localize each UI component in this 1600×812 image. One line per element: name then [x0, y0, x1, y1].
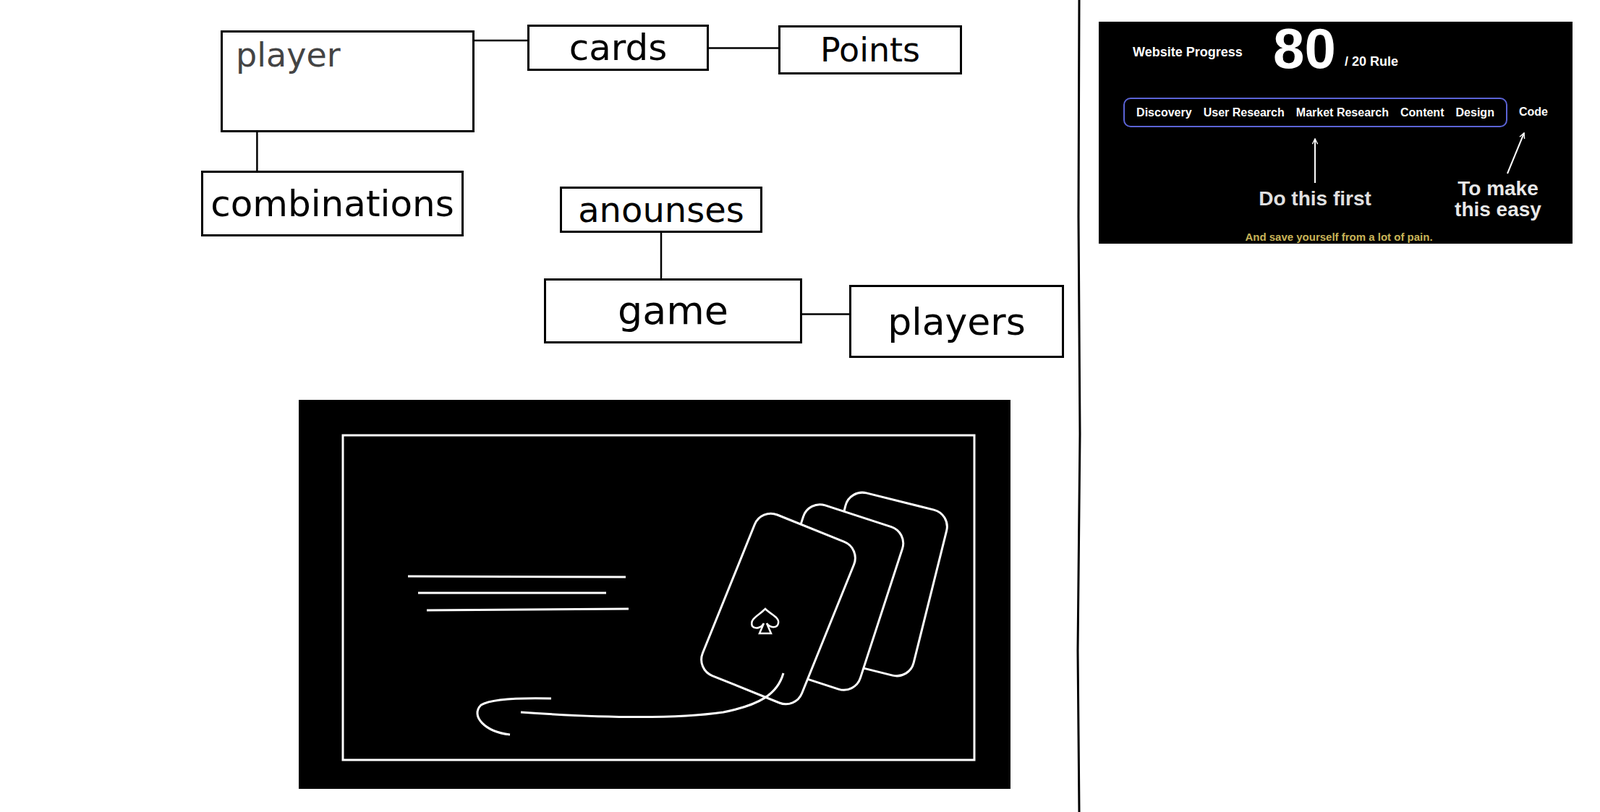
callout-arrow	[1314, 138, 1316, 184]
connector-line	[708, 47, 779, 50]
panel-label: Website Progress	[1132, 45, 1243, 60]
box-label: Points	[820, 33, 921, 67]
step-label: Code	[1518, 106, 1548, 119]
box-label: anounses	[577, 192, 745, 228]
text-line	[426, 609, 629, 611]
callout-arrow	[1507, 133, 1525, 174]
step-label: Content	[1400, 107, 1444, 119]
swoosh-line	[520, 673, 784, 717]
progress-panel: Discovery User Research Market Research Con…	[1098, 21, 1573, 244]
connector-line	[256, 132, 259, 171]
card-shape	[695, 508, 861, 710]
callout-note: To make this easy	[1443, 177, 1553, 221]
panel-label: / 20 Rule	[1344, 54, 1399, 69]
entity-box: game	[543, 278, 803, 344]
box-label: player	[235, 38, 341, 72]
text-line	[418, 592, 607, 595]
entity-box: combinations	[201, 170, 464, 237]
box-label: players	[887, 303, 1026, 341]
callout-note: Do this first	[1258, 188, 1372, 210]
divider-line	[1077, 0, 1080, 812]
connector-line	[474, 39, 528, 42]
connector-line	[802, 313, 850, 316]
entity-box: cards	[527, 24, 709, 71]
entity-box: anounses	[559, 186, 763, 233]
illustration-frame	[342, 435, 975, 761]
box-label: combinations	[210, 185, 455, 223]
step-label: Design	[1456, 107, 1495, 119]
box-label: game	[617, 291, 729, 331]
step-label: Market Research	[1296, 107, 1389, 119]
step-bar: Discovery User Research Market Research Con…	[1123, 97, 1508, 128]
big-number: 80	[1273, 19, 1336, 79]
illustration-ground	[298, 400, 1011, 790]
swoosh-line	[477, 698, 552, 735]
step-label: Discovery	[1136, 107, 1193, 119]
entity-box: player	[220, 30, 475, 133]
text-line	[407, 576, 626, 578]
connector-line	[660, 232, 663, 279]
step-label: User Research	[1203, 107, 1285, 119]
spade-symbol	[751, 609, 779, 634]
entity-box: Points	[778, 25, 963, 75]
footnote: And save yourself from a lot of pain.	[1244, 231, 1433, 244]
card-illustration	[298, 400, 1011, 790]
box-label: cards	[569, 29, 668, 66]
entity-box: players	[849, 284, 1065, 359]
